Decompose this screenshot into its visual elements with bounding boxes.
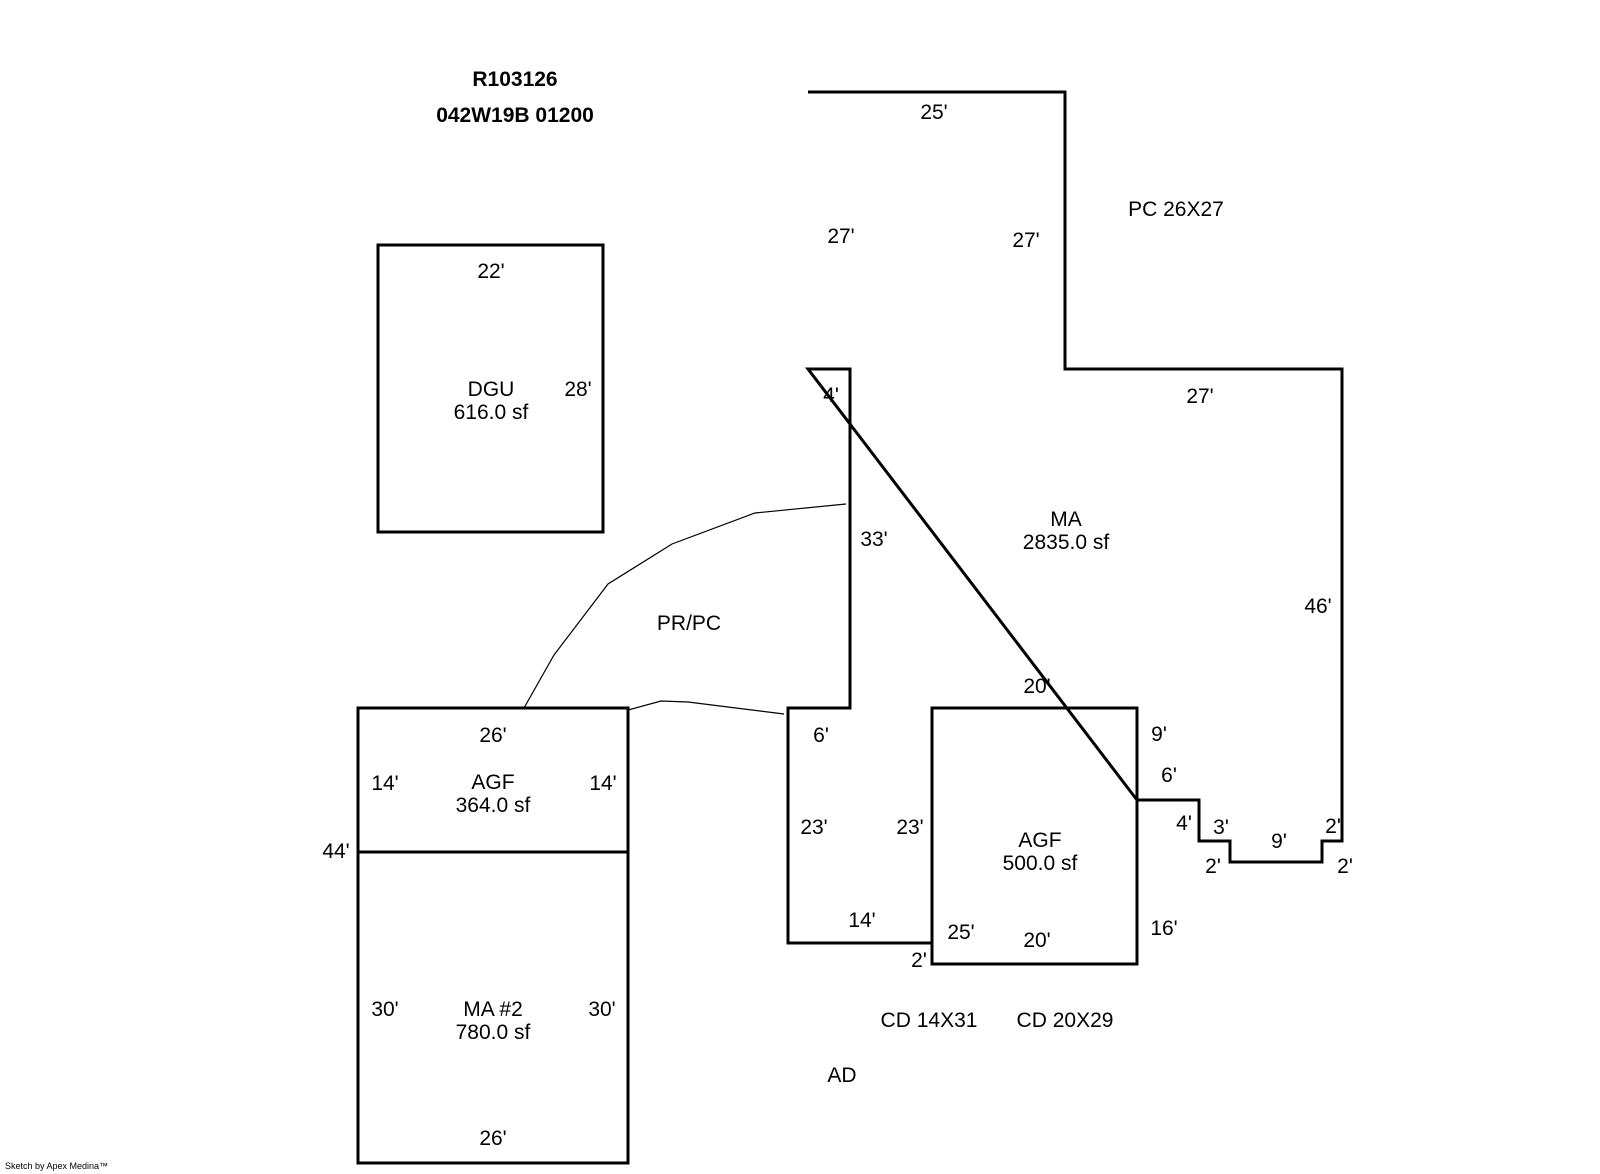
ma-dim-33: 33' <box>860 528 887 551</box>
ma2-dim-left: 30' <box>371 998 398 1021</box>
ma-dim-4-right: 4' <box>1176 812 1192 835</box>
ma-dim-top: 25' <box>920 101 947 124</box>
ma-dim-inner-27: 27' <box>1012 229 1039 252</box>
pr-pc-upper-curve <box>523 503 847 709</box>
agf-ma2-outline <box>356 706 630 1165</box>
ma-dim-9-bottom: 9' <box>1271 830 1287 853</box>
agf-left-label: AGF <box>471 771 514 794</box>
pr-pc-lower-curve <box>627 700 785 715</box>
ma2-label: MA #2 <box>463 998 523 1021</box>
ma-dim-2-notch: 2' <box>1205 855 1221 878</box>
agf-left-dim-top: 26' <box>479 724 506 747</box>
agf-right-outline <box>930 706 1139 966</box>
footer-credit: Sketch by Apex Medina™ <box>5 1161 108 1171</box>
ma-dim-2-bottom: 2' <box>911 949 927 972</box>
map-tax-lot: 042W19B 01200 <box>436 104 594 127</box>
ma-dim-2-right-bottom: 2' <box>1337 855 1353 878</box>
agf-right-dim-top: 20' <box>1023 675 1050 698</box>
ma-dim-6-right: 6' <box>1161 764 1177 787</box>
agf-left-dim-left: 14' <box>371 772 398 795</box>
ma2-dim-bottom: 26' <box>479 1127 506 1150</box>
ma-dim-46: 46' <box>1304 595 1331 618</box>
ma-dim-3: 3' <box>1213 816 1229 839</box>
ma-dim-14: 14' <box>848 909 875 932</box>
dgu-dim-right: 28' <box>564 378 591 401</box>
agf-right-dim-bottom: 20' <box>1023 929 1050 952</box>
parcel-id: R103126 <box>472 68 557 91</box>
ma-dim-left-27: 27' <box>827 225 854 248</box>
agf-left-dim-44: 44' <box>322 840 349 863</box>
agf-left-dim-right: 14' <box>589 772 616 795</box>
ma2-area: 780.0 sf <box>456 1021 531 1044</box>
pc-label: PC 26X27 <box>1128 198 1224 221</box>
ma-dim-9: 9' <box>1151 723 1167 746</box>
ma-area: 2835.0 sf <box>1023 531 1110 554</box>
ma-dim-6: 6' <box>813 724 829 747</box>
ma-dim-23-left: 23' <box>800 816 827 839</box>
ma-dim-16: 16' <box>1150 917 1177 940</box>
agf-left-area: 364.0 sf <box>456 794 531 817</box>
ma-label: MA <box>1050 508 1082 531</box>
dgu-area: 616.0 sf <box>454 401 529 424</box>
dgu-label: DGU <box>468 378 515 401</box>
pr-pc-label: PR/PC <box>657 612 721 635</box>
cd-20x29-label: CD 20X29 <box>1017 1009 1114 1032</box>
ma-dim-25: 25' <box>947 921 974 944</box>
cd-14x31-label: CD 14X31 <box>881 1009 978 1032</box>
dgu-dim-top: 22' <box>477 260 504 283</box>
ad-label: AD <box>827 1064 856 1087</box>
ma-dim-2-right-top: 2' <box>1325 815 1341 838</box>
agf-right-area: 500.0 sf <box>1003 852 1078 875</box>
ma2-dim-right: 30' <box>588 998 615 1021</box>
agf-right-label: AGF <box>1018 829 1061 852</box>
agf-right-dim-23: 23' <box>896 816 923 839</box>
ma-dim-right-27: 27' <box>1186 385 1213 408</box>
dgu-outline <box>376 243 605 534</box>
ma-dim-4: 4' <box>823 384 839 407</box>
